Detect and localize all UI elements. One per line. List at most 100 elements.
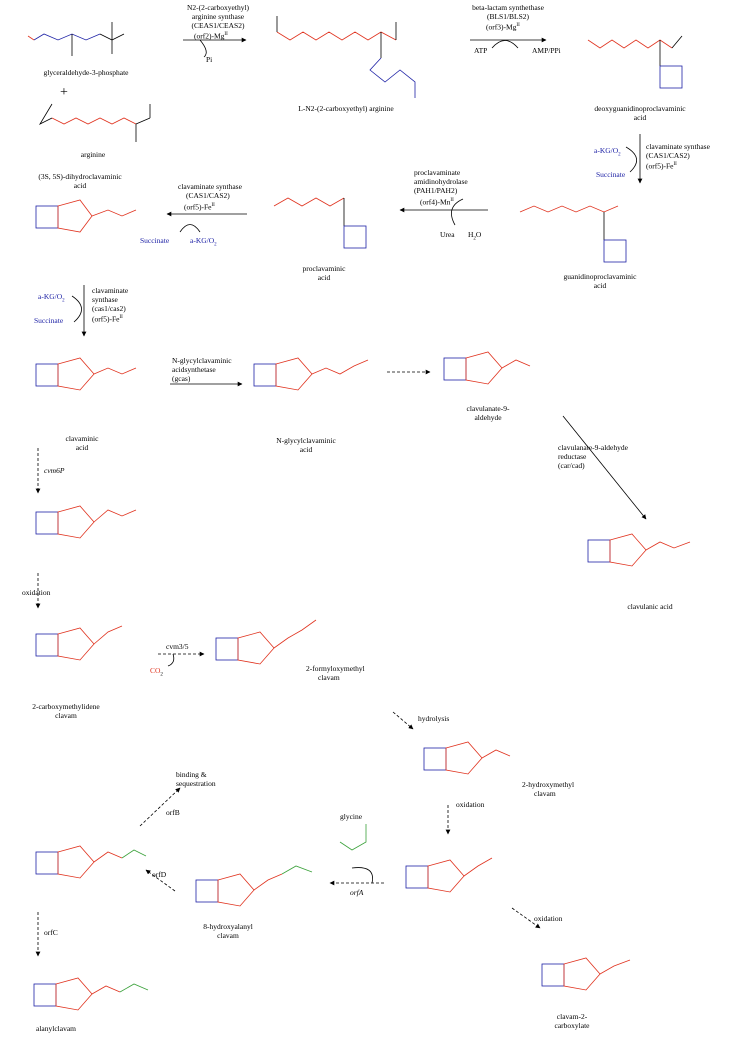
molecule-c9a [443,351,531,385]
enzyme-pah-line1: proclavaminate [414,168,461,177]
enzyme-cas1-line2: (CAS1/CAS2) [646,151,690,160]
enzyme-cas2-line2: (CAS1/CAS2) [186,191,230,200]
arrow-car [562,415,647,520]
label-gpc-line2: acid [593,281,607,290]
label-dgpc-line2: acid [633,113,647,122]
label-hac-line1: 8-hydroxyalanyl [203,922,253,931]
enzyme-cvm6p: cvm6P [44,466,65,475]
enzyme-bls-line2: (BLS1/BLS2) [486,12,530,21]
label-clavaminic-line1: clavaminic [65,434,99,443]
label-fmc-line2: clavam [318,673,340,682]
enzyme-orfD: orfD [152,870,167,879]
enzyme-car-line1: clavulanate-9-aldehyde [558,443,628,452]
enzyme-orfC: orfC [44,928,58,937]
step-hydrolysis: hydrolysis [418,714,450,723]
enzyme-cas1-line1: clavaminate synthase [646,142,710,151]
arrow-orfD [145,869,176,892]
cofactor-atp: ATP [474,46,488,55]
arrow-atp-curve [491,40,519,49]
enzyme-car-line2: reductase [558,452,587,461]
label-glycine: glycine [340,812,363,821]
label-c9a-line2: aldehyde [474,413,502,422]
label-gpc-line1: guanidinoproclavaminic [563,272,637,281]
label-hac-line2: clavam [217,931,239,940]
enzyme-pah-line4: (orf4)-MnII [420,197,454,207]
molecule-clavam-aldehyde [405,857,493,893]
molecule-ngcl [253,357,369,391]
enzyme-gcas-line1: N-glycylclavaminic [172,356,232,365]
arrow-akg-curve [625,146,637,173]
enzyme-orf2: (orf2)-MgII [194,31,228,41]
enzyme-ceas-line3: (CEAS1/CEAS2) [191,21,245,30]
molecule-cea [276,16,416,98]
enzyme-gcas-line3: (gcas) [172,374,191,383]
label-c2c-line1: clavam-2- [556,1012,588,1021]
cofactor-pi: Pi [206,55,213,64]
molecule-gpc [519,205,627,263]
label-g3p: glyceraldehyde-3-phosphate [43,68,129,77]
molecule-arginine [38,103,151,142]
enzyme-cas3-line3: (cas1/cas2) [92,304,126,313]
molecule-hmc [423,741,511,775]
arrow-pi-curve [199,39,207,58]
label-dhc-line2: acid [73,181,87,190]
arrow-orfB [139,787,181,827]
enzyme-ceas-line2: arginine synthase [191,12,245,21]
label-c2c-line2: carboxylate [554,1021,590,1030]
arrow-glycine-curve [351,867,373,884]
label-fmc-line1: 2-formyloxymethyl [306,664,365,673]
arrow-akg2-curve [71,295,82,323]
molecule-glycine [339,824,367,851]
arrow-urea-curve [451,198,464,226]
cofactor-succinate-2: Succinate [140,236,170,245]
cofactor-akg-1: a-KG/O2 [594,146,621,158]
molecule-g3p [27,22,125,56]
molecule-aldehyde-clavam [35,505,137,539]
enzyme-orfA: orfA [350,888,364,897]
enzyme-gcas-line2: acidsynthetase [172,365,216,374]
label-clavulanic: clavulanic acid [627,602,673,611]
label-hmc-line1: 2-hydroxymethyl [522,780,575,789]
reaction-arrows [35,37,647,957]
molecule-orfd-product [35,845,147,879]
label-cmc-line2: clavam [55,711,77,720]
step-oxidation-3: oxidation [534,914,563,923]
molecule-c2c [541,957,631,991]
label-ngcl-line2: acid [299,445,313,454]
enzyme-pah-line3: (PAH1/PAH2) [414,186,458,195]
enzyme-cas1-line3: (orf5)-FeII [646,161,677,171]
arrow-succ-curve [179,224,201,233]
cofactor-h2o: H2O [468,230,482,242]
arrow-co2-curve [167,653,175,667]
molecule-fmc [215,619,317,665]
label-clavaminic-line2: acid [75,443,89,452]
enzyme-ceas-line1: N2-(2-carboxyethyl) [186,3,250,12]
enzyme-cas3-line2: synthase [92,295,118,304]
molecule-proclav [273,197,367,249]
cofactor-succinate-3: Succinate [34,316,64,325]
enzyme-orf3: (orf3)-MgII [486,22,520,32]
label-hmc-line2: clavam [534,789,556,798]
label-dhc-line1: (3S, 5S)-dihydroclavaminic [38,172,122,181]
label-cea: L-N2-(2-carboxyethyl) arginine [298,104,394,113]
molecule-clavaminic [35,357,137,391]
enzyme-car-line3: (car/cad) [558,461,585,470]
label-proclav-line2: acid [317,273,331,282]
label-arginine: arginine [80,150,106,159]
cofactor-akg-3: a-KG/O2 [38,292,65,304]
arrow-hydrolysis [392,711,414,730]
cofactor-akg-2: a-KG/O2 [190,236,217,248]
step-binding-line1: binding & [176,770,207,779]
label-c9a-line1: clavulanate-9- [466,404,510,413]
molecule-dgpc [587,35,683,89]
label-ngcl-line1: N-glycylclavaminic [276,436,336,445]
label-dgpc-line1: deoxyguanidinoproclavaminic [594,104,686,113]
arrow-oxidation3 [511,907,541,929]
enzyme-cas2-line3: (orf5)-FeII [184,202,215,212]
molecule-cmc [35,625,123,661]
enzyme-bls-line1: beta-lactam synthethase [472,3,544,12]
plus-sign: + [60,85,68,100]
molecule-alanylclavam [33,977,149,1011]
cofactor-succinate-1: Succinate [596,170,626,179]
